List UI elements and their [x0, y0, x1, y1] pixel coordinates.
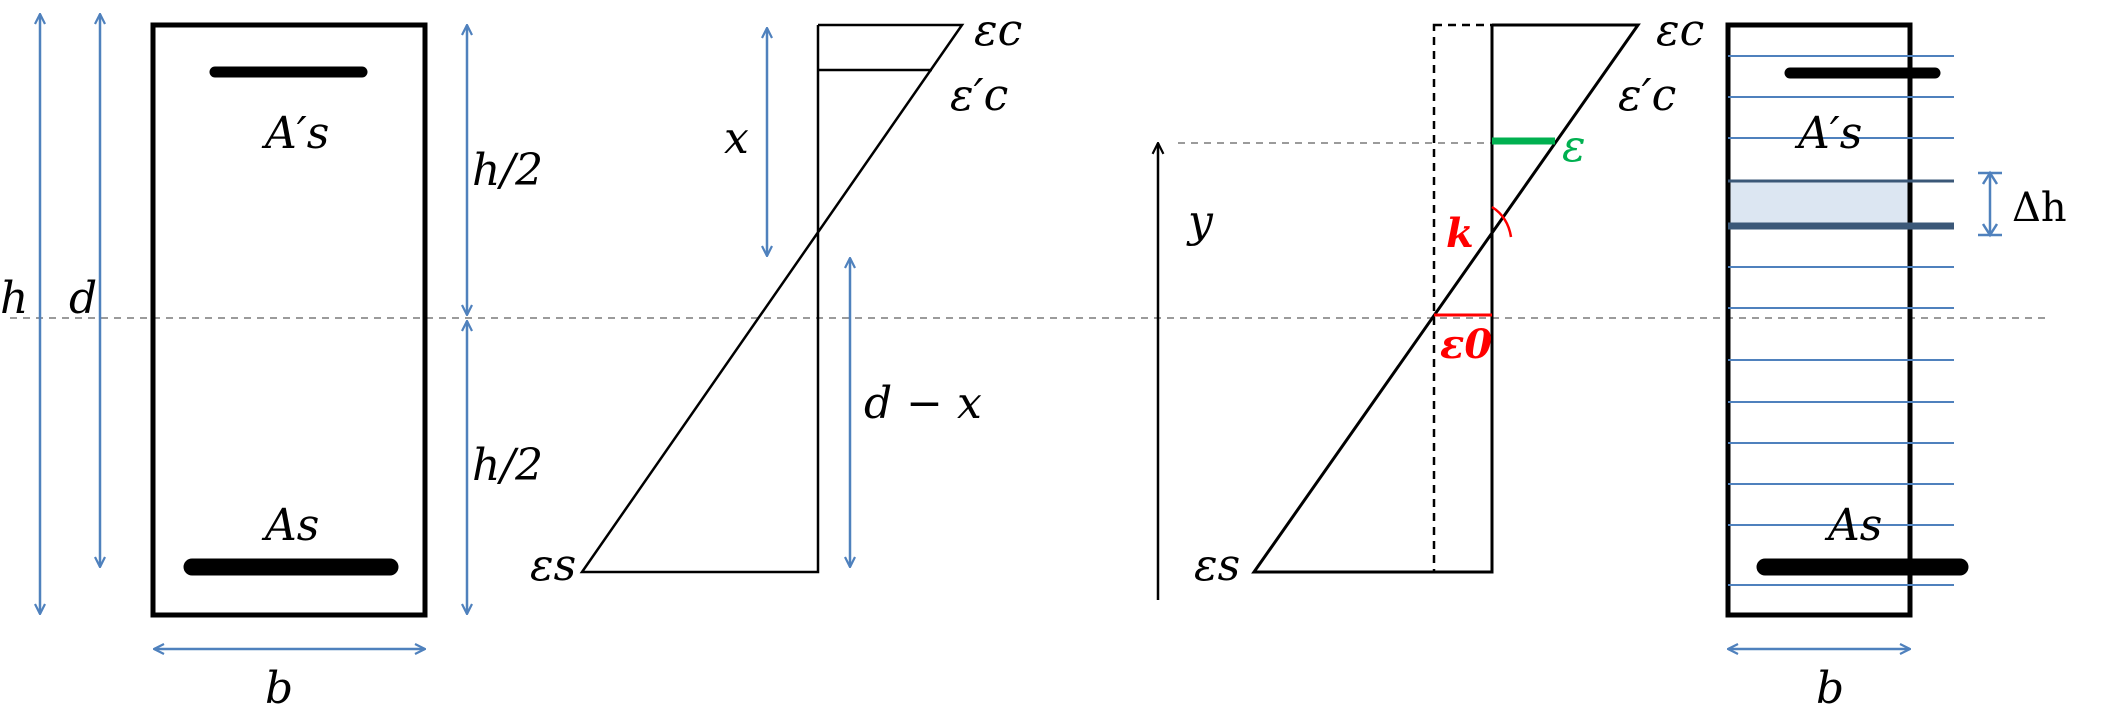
- fiber-section: A′s As Δh b: [1725, 22, 2067, 711]
- fiber-section-outline: [1725, 22, 1913, 618]
- dimension-head-top: [1981, 170, 1999, 185]
- left-section-outline: [150, 22, 428, 618]
- label-k: k: [1446, 210, 1474, 257]
- label-eps: ε: [1562, 121, 1586, 172]
- label-eps-s-left: εs: [530, 540, 576, 591]
- label-h-half-top: h/2: [472, 145, 543, 196]
- label-eps-c-left: εc: [974, 5, 1022, 56]
- label-h-half-bottom: h/2: [472, 440, 543, 491]
- label-eps-s-right: εs: [1194, 540, 1240, 591]
- label-b-left: b: [265, 663, 293, 711]
- label-b-right: b: [1816, 663, 1844, 711]
- label-eps-c-prime-right: ε′c: [1618, 70, 1676, 121]
- label-d-minus-x: d − x: [864, 378, 982, 429]
- strain-profile-outline-left: [579, 23, 965, 574]
- label-d: d: [69, 273, 97, 324]
- label-eps-c-right: εc: [1656, 5, 1704, 56]
- curvature-arc: [1491, 205, 1513, 238]
- label-as-left: As: [261, 500, 319, 551]
- fiber-thickness-dimension: [1978, 170, 2002, 238]
- dimension-head-bottom: [1981, 223, 1999, 238]
- left-cross-section: h d h/2 h/2 A′s As b: [0, 14, 543, 711]
- label-as-prime-right: A′s: [1794, 108, 1862, 159]
- highlighted-fiber-layer: [1728, 181, 1910, 226]
- label-as-right: As: [1824, 500, 1882, 551]
- label-eps-c-prime-left: ε′c: [950, 70, 1008, 121]
- right-strain-diagram: y ε k ε0 εc ε′c εs: [1158, 5, 1704, 600]
- label-h: h: [0, 273, 28, 324]
- label-eps-0: ε0: [1440, 321, 1492, 368]
- label-as-prime-left: A′s: [261, 108, 329, 159]
- left-strain-diagram: x d − x εc ε′c εs: [530, 5, 1022, 591]
- reference-section-dashed: [1432, 23, 1494, 574]
- label-y: y: [1186, 196, 1214, 247]
- label-delta-h: Δh: [2012, 185, 2067, 231]
- label-x: x: [724, 113, 749, 164]
- fiber-layer-lines: [1728, 55, 1954, 586]
- strain-profile-outline-right: [1251, 23, 1641, 574]
